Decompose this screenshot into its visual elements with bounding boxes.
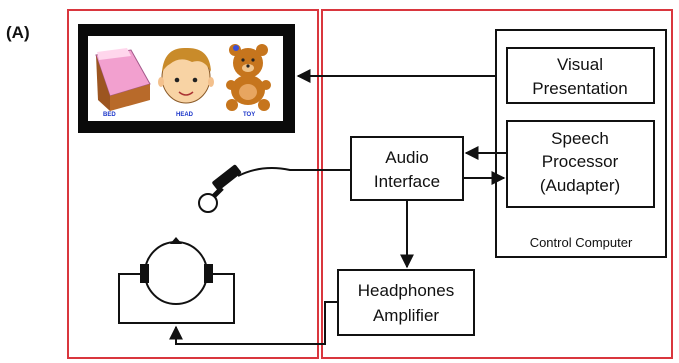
speech-processor-block — [506, 120, 655, 208]
headphones-amplifier-line-2: Amplifier — [373, 306, 439, 325]
microphone-icon — [198, 164, 242, 213]
control-computer-box — [495, 29, 667, 258]
speech-processor-line-1: Speech — [551, 129, 609, 148]
microphone-cable — [237, 167, 351, 177]
panel-label: (A) — [6, 23, 30, 42]
audio-interface-line-2: Interface — [374, 172, 440, 191]
listener-head — [144, 241, 208, 305]
arrow-amplifier-to-headphones — [169, 301, 338, 345]
right-earcup — [204, 264, 213, 283]
bed-image: BED — [95, 48, 151, 118]
monitor: BED HEAD — [78, 24, 295, 133]
head-label: HEAD — [176, 112, 194, 118]
participant-room-panel — [67, 9, 319, 359]
headband — [118, 273, 235, 324]
visual-presentation-line-1: Visual — [557, 55, 603, 74]
left-earcup — [140, 264, 149, 283]
visual-presentation-line-2: Presentation — [532, 79, 627, 98]
audio-interface-block — [350, 136, 464, 201]
audio-interface-line-1: Audio — [385, 148, 428, 167]
speech-processor-line-2: Processor — [542, 152, 619, 171]
head-image: HEAD — [158, 47, 214, 118]
speech-processor-line-3: (Audapter) — [540, 176, 620, 195]
headphones-amplifier-line-1: Headphones — [358, 281, 454, 300]
bear-image: TOY — [226, 44, 271, 118]
toy-label: TOY — [243, 112, 255, 118]
control-computer-label: Control Computer — [530, 235, 633, 250]
bed-label: BED — [103, 112, 116, 118]
visual-presentation-block — [506, 47, 655, 104]
headphones-amplifier-block — [337, 269, 475, 336]
control-room-panel — [321, 9, 673, 359]
headphones-icon — [118, 237, 235, 324]
